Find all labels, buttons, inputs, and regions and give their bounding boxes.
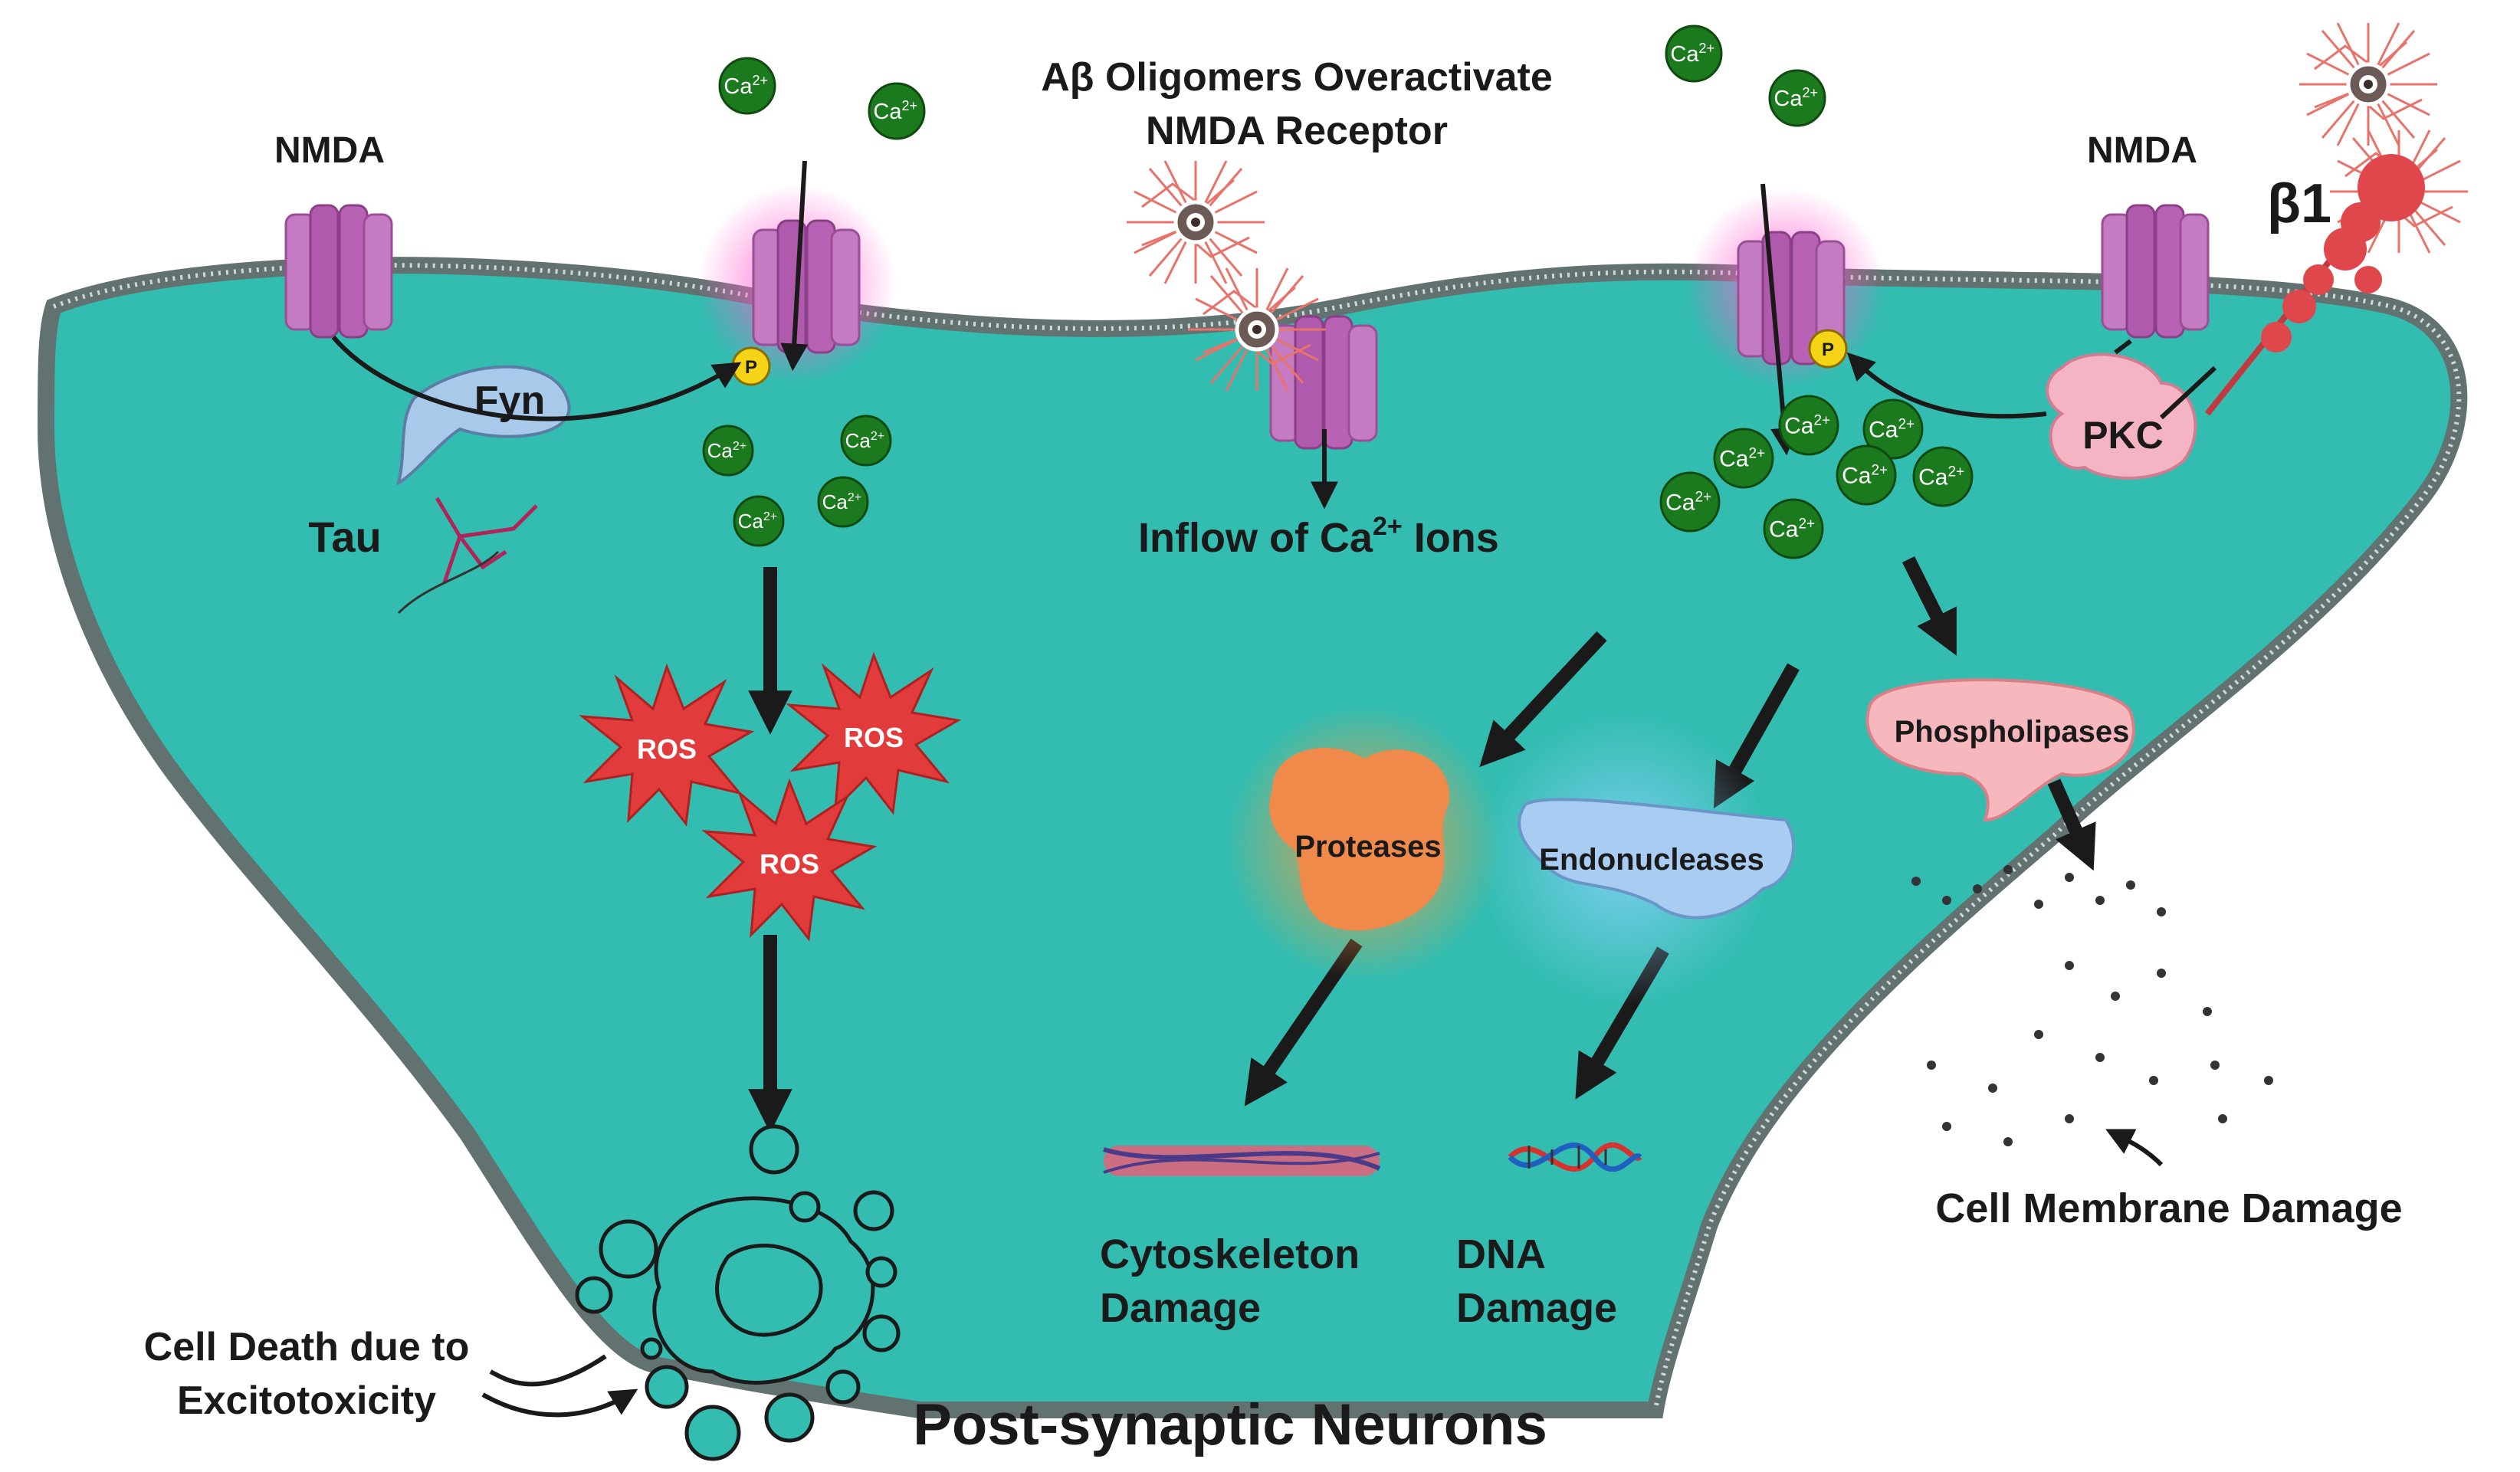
tau-protein xyxy=(397,497,538,615)
calcium-ion-icon: Ca2+ xyxy=(702,425,754,477)
nmda-label-right: NMDA xyxy=(2087,130,2197,171)
cell-death-label-2: Excitotoxicity xyxy=(177,1379,436,1423)
protease-enzyme xyxy=(1269,747,1449,931)
calcium-ion-label: Ca2+ xyxy=(724,73,768,99)
phospho-label: P xyxy=(745,357,757,378)
inflow-label: Inflow of Ca2+ Ions xyxy=(1138,512,1499,561)
svg-text:ROS: ROS xyxy=(760,848,819,880)
calcium-ion-icon: Ca2+ xyxy=(1778,395,1839,456)
fyn-label: Fyn xyxy=(474,379,545,423)
calcium-ion-label: Ca2+ xyxy=(873,98,917,124)
nmda-receptor-icon xyxy=(284,204,393,339)
cytoskeleton-damage-label-2: Damage xyxy=(1100,1285,1261,1331)
svg-text:ROS: ROS xyxy=(637,733,697,765)
phospholipases-label: Phospholipases xyxy=(1895,715,2130,749)
calcium-ion-label: Ca2+ xyxy=(1869,417,1915,443)
phospho-site xyxy=(1808,329,1848,369)
nmda-receptor-icon xyxy=(2101,204,2210,339)
nmda-receptor-icon xyxy=(752,219,861,354)
beta1-subunit xyxy=(2204,154,2425,416)
fyn-kinase xyxy=(396,365,571,486)
calcium-ion-label: Ca2+ xyxy=(1774,85,1818,111)
cytoskeleton-damage-label-1: Cytoskeleton xyxy=(1100,1231,1360,1277)
calcium-ion-icon: Ca2+ xyxy=(1836,444,1897,506)
calcium-ion-label: Ca2+ xyxy=(1769,516,1815,543)
cytoskeleton-filament-icon xyxy=(1103,1146,1381,1176)
calcium-ion-label: Ca2+ xyxy=(822,490,862,513)
calcium-ion-icon: Ca2+ xyxy=(840,415,892,467)
calcium-ion-icon: Ca2+ xyxy=(1912,446,1974,507)
calcium-ion-icon: Ca2+ xyxy=(1763,498,1824,559)
title-line-2: NMDA Receptor xyxy=(1146,109,1448,153)
amyloid-oligomer-icon xyxy=(1127,161,1265,284)
nmda-label-left: NMDA xyxy=(274,130,385,171)
calcium-ion-label: Ca2+ xyxy=(738,510,778,533)
ros-burst-icon: ROS xyxy=(581,665,753,825)
ros-burst-icon: ROS xyxy=(788,654,960,814)
cell-death-label-1: Cell Death due to xyxy=(144,1325,470,1369)
phospho-label: P xyxy=(1822,339,1834,360)
endonucleases-label: Endonucleases xyxy=(1539,843,1764,877)
calcium-ion-label: Ca2+ xyxy=(845,429,885,452)
calcium-ion-icon: Ca2+ xyxy=(718,57,776,115)
calcium-ion-label: Ca2+ xyxy=(1665,490,1711,516)
phospholipase-enzyme xyxy=(1865,678,2135,822)
title-line-1: Aβ Oligomers Overactivate xyxy=(1041,55,1553,100)
calcium-ion-icon: Ca2+ xyxy=(868,82,926,140)
proteases-label: Proteases xyxy=(1294,830,1441,864)
calcium-ion-label: Ca2+ xyxy=(1842,463,1888,489)
nmda-receptor-icon xyxy=(1269,315,1378,450)
calcium-ion-icon: Ca2+ xyxy=(733,495,785,547)
calcium-ion-label: Ca2+ xyxy=(1670,41,1714,67)
svg-text:ROS: ROS xyxy=(844,722,904,753)
endonuclease-enzyme xyxy=(1518,798,1795,920)
dna-helix-icon xyxy=(1508,1142,1642,1172)
neurons-label: Post-synaptic Neurons xyxy=(913,1392,1547,1457)
amyloid-oligomer-icon xyxy=(2299,23,2437,146)
calcium-ion-icon: Ca2+ xyxy=(817,476,869,528)
calcium-ion-label: Ca2+ xyxy=(1719,446,1765,472)
calcium-ion-icon: Ca2+ xyxy=(1665,25,1723,83)
calcium-ion-label: Ca2+ xyxy=(1918,464,1964,490)
lipid-fragment-icon xyxy=(1911,865,2273,1146)
beta1-label: β1 xyxy=(2267,173,2331,234)
calcium-ion-icon: Ca2+ xyxy=(1713,428,1774,489)
pkc-kinase xyxy=(2046,352,2197,480)
calcium-ion-icon: Ca2+ xyxy=(1768,69,1826,127)
pkc-label: PKC xyxy=(2082,414,2164,457)
calcium-ion-icon: Ca2+ xyxy=(1862,398,1924,460)
calcium-ion-label: Ca2+ xyxy=(707,439,747,462)
pathway-arrows xyxy=(331,160,2217,1418)
dna-damage-label-1: DNA xyxy=(1456,1231,1546,1277)
membrane-damage-label: Cell Membrane Damage xyxy=(1935,1185,2402,1231)
calcium-ion-icon: Ca2+ xyxy=(1659,471,1721,533)
calcium-ions: Ca2+Ca2+Ca2+Ca2+Ca2+Ca2+Ca2+Ca2+Ca2+Ca2+… xyxy=(702,25,1974,559)
dying-cell-icon xyxy=(575,1124,901,1461)
ros-burst-icon: ROS xyxy=(704,780,875,940)
calcium-ion-label: Ca2+ xyxy=(1784,413,1830,439)
dna-damage-label-2: Damage xyxy=(1456,1285,1617,1331)
tau-label: Tau xyxy=(308,513,381,561)
